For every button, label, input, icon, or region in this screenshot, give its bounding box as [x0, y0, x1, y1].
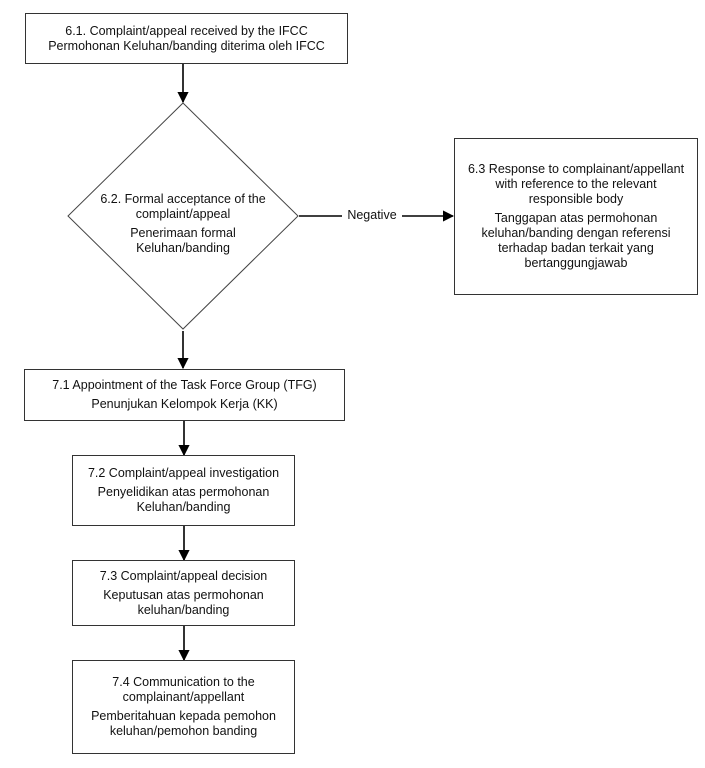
node-7-4-en: 7.4 Communication to the complainant/app… [112, 675, 255, 704]
node-7-2: 7.2 Complaint/appeal investigation Penye… [72, 455, 295, 526]
node-7-1-en: 7.1 Appointment of the Task Force Group … [52, 378, 317, 392]
node-6-1-text: 6.1. Complaint/appeal received by the IF… [48, 23, 325, 53]
negative-label: Negative [342, 208, 402, 223]
node-7-2-id: Penyelidikan atas permohonan Keluhan/ban… [97, 485, 270, 514]
node-7-3-en: 7.3 Complaint/appeal decision [99, 568, 268, 583]
node-7-4-id: Pemberitahuan kepada pemohon keluhan/pem… [91, 709, 276, 738]
node-6-2-en: 6.2. Formal acceptance of the complaint/… [100, 192, 266, 221]
node-7-3: 7.3 Complaint/appeal decision Keputusan … [72, 560, 295, 626]
node-7-2-en: 7.2 Complaint/appeal investigation [87, 466, 280, 480]
node-6-2-text: 6.2. Formal acceptance of the complaint/… [73, 192, 293, 256]
node-6-1: 6.1. Complaint/appeal received by the IF… [25, 13, 348, 64]
node-7-3-id: Keputusan atas permohonan keluhan/bandin… [103, 587, 264, 617]
decision-diamond [67, 102, 299, 330]
node-7-1-id: Penunjukan Kelompok Kerja (KK) [91, 397, 278, 411]
node-6-3-en: 6.3 Response to complainant/appellant wi… [467, 162, 685, 206]
node-7-4: 7.4 Communication to the complainant/app… [72, 660, 295, 754]
node-6-3-id: Tanggapan atas permohonan keluhan/bandin… [481, 211, 671, 270]
node-6-2-id: Penerimaan formal Keluhan/banding [130, 226, 236, 255]
node-6-3: 6.3 Response to complainant/appellant wi… [454, 138, 698, 295]
node-7-1: 7.1 Appointment of the Task Force Group … [24, 369, 345, 421]
